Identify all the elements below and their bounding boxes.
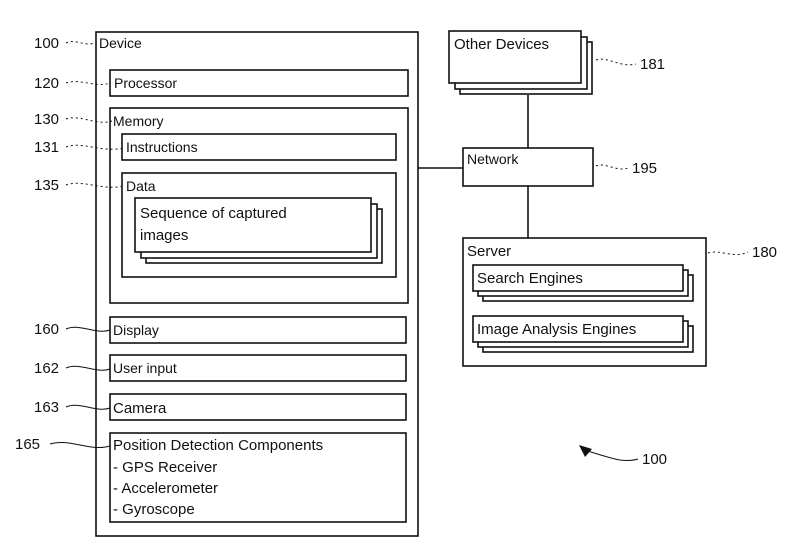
processor-label: Processor [114,75,177,91]
captured-images-label-line1: Sequence of captured [140,205,287,222]
ref-server: 180 [752,244,777,261]
processor-box: Processor [109,69,409,97]
ref-network: 195 [632,160,657,177]
position-detection-box: Position Detection Components - GPS Rece… [109,432,407,523]
ref-data: 135 [34,177,59,194]
captured-images-stack: Sequence of captured images [134,197,383,264]
camera-box: Camera [109,393,407,421]
image-analysis-engines-label: Image Analysis Engines [477,321,636,338]
position-detection-title: Position Detection Components [113,437,323,454]
search-engines-label: Search Engines [477,270,583,287]
other-devices-label: Other Devices [454,36,549,53]
ref-processor: 120 [34,75,59,92]
ref-instructions: 131 [34,139,59,156]
ref-system: 100 [642,451,667,468]
device-label: Device [99,35,142,51]
position-item-accelerometer: - Accelerometer [113,480,218,497]
system-arrowhead-icon [579,445,592,457]
image-analysis-engines-stack: Image Analysis Engines [472,315,694,353]
system-arrow-icon [583,449,639,462]
server-label: Server [467,243,511,260]
ref-memory: 130 [34,111,59,128]
display-box: Display [109,316,407,344]
network-label: Network [467,151,519,167]
data-label: Data [126,178,156,194]
memory-label: Memory [113,113,164,129]
memory-box: Memory Instructions Data Sequence of cap… [109,107,409,304]
user-input-box: User input [109,354,407,382]
user-input-label: User input [113,360,177,376]
ref-device: 100 [34,35,59,52]
ref-other-devices: 181 [640,56,665,73]
captured-images-label-line2: images [140,227,188,244]
server-box: Server Search Engines Image Analysis Eng… [462,237,707,367]
ref-user-input: 162 [34,360,59,377]
display-label: Display [113,322,159,338]
ref-display: 160 [34,321,59,338]
search-engines-stack: Search Engines [472,264,694,302]
reference-labels: 100 120 130 131 135 160 162 163 165 181 … [15,35,777,468]
ref-position: 165 [15,436,40,453]
instructions-label: Instructions [126,139,198,155]
ref-camera: 163 [34,399,59,416]
other-devices-stack: Other Devices [448,30,593,95]
data-box: Data Sequence of captured images [121,172,397,278]
position-item-gyroscope: - Gyroscope [113,501,195,518]
camera-label: Camera [113,400,167,417]
network-box: Network [462,147,594,187]
instructions-box: Instructions [121,133,397,161]
position-item-gps: - GPS Receiver [113,459,217,476]
